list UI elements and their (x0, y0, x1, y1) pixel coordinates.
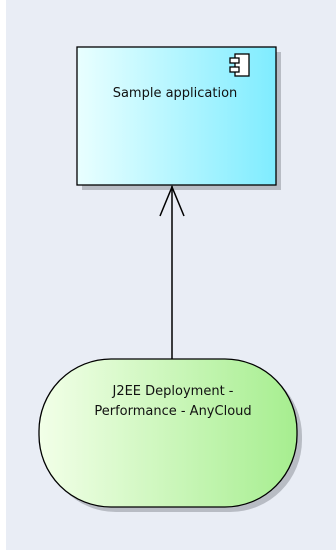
component-label: Sample application (112, 86, 238, 101)
uml-component-icon (229, 53, 250, 77)
artifact-label: J2EE Deployment - Performance - AnyCloud (50, 382, 296, 422)
artifact-label-line-1: J2EE Deployment - (112, 384, 234, 399)
artifact-j2ee-deployment[interactable] (38, 358, 298, 508)
dependency-arrowhead (159, 185, 185, 217)
artifact-label-line-2: Performance - AnyCloud (94, 404, 252, 419)
